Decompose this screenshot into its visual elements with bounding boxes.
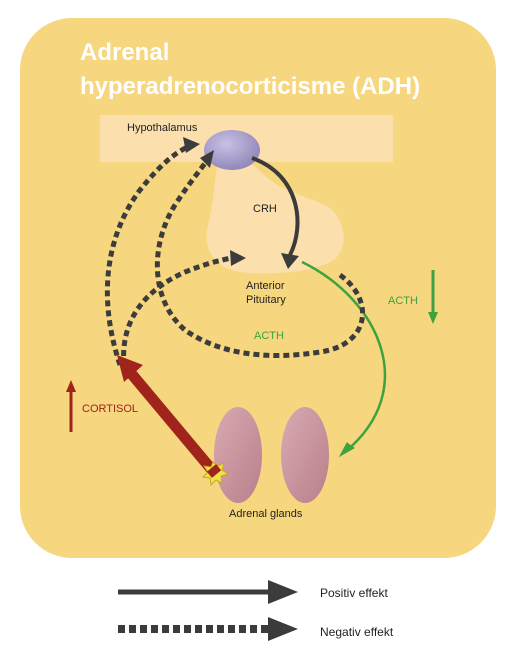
acth-green-arrowhead [338,442,355,458]
feedback-acth-arrowhead [200,150,214,168]
acth-green-label: ACTH [388,295,418,307]
tumor-burst-icon [201,461,230,487]
cortisol-up-arrowhead [66,380,76,392]
cortisol-label: CORTISOL [82,403,138,415]
acth-dotted-label: ACTH [254,330,284,342]
legend: Positiv effekt Negativ effekt [118,580,394,641]
legend-positive-label: Positiv effekt [320,586,388,600]
pituitary-gland [206,160,344,274]
crh-label: CRH [253,203,277,215]
adrenal-gland-right [281,407,329,503]
acth-green-arrow [301,260,387,453]
title-line-1: Adrenal [80,39,169,66]
anterior-label: Anterior [246,280,285,292]
feedback-outer-dotted [104,142,193,366]
feedback-pituitary-dotted [121,255,233,367]
legend-negative-label: Negativ effekt [320,625,394,639]
adrenal-glands-label: Adrenal glands [229,508,303,520]
title-line-2: hyperadrenocorticisme (ADH) [80,73,420,100]
hypothalamus-label: Hypothalamus [127,122,198,134]
pituitary-label: Pituitary [246,294,286,306]
acth-down-arrowhead [428,312,438,324]
cortisol-arrowhead [117,355,143,382]
feedback-acth-dotted [154,160,366,358]
legend-positive-arrowhead [268,580,298,604]
crh-arrow [251,156,300,256]
feedback-pituitary-arrowhead [230,250,246,266]
feedback-outer-arrowhead [183,137,200,153]
crh-arrowhead [281,253,299,269]
cortisol-arrow [125,368,217,474]
legend-negative-arrowhead [268,617,298,641]
adrenal-gland-left [214,407,262,503]
hypothalamic-nucleus [204,130,260,170]
